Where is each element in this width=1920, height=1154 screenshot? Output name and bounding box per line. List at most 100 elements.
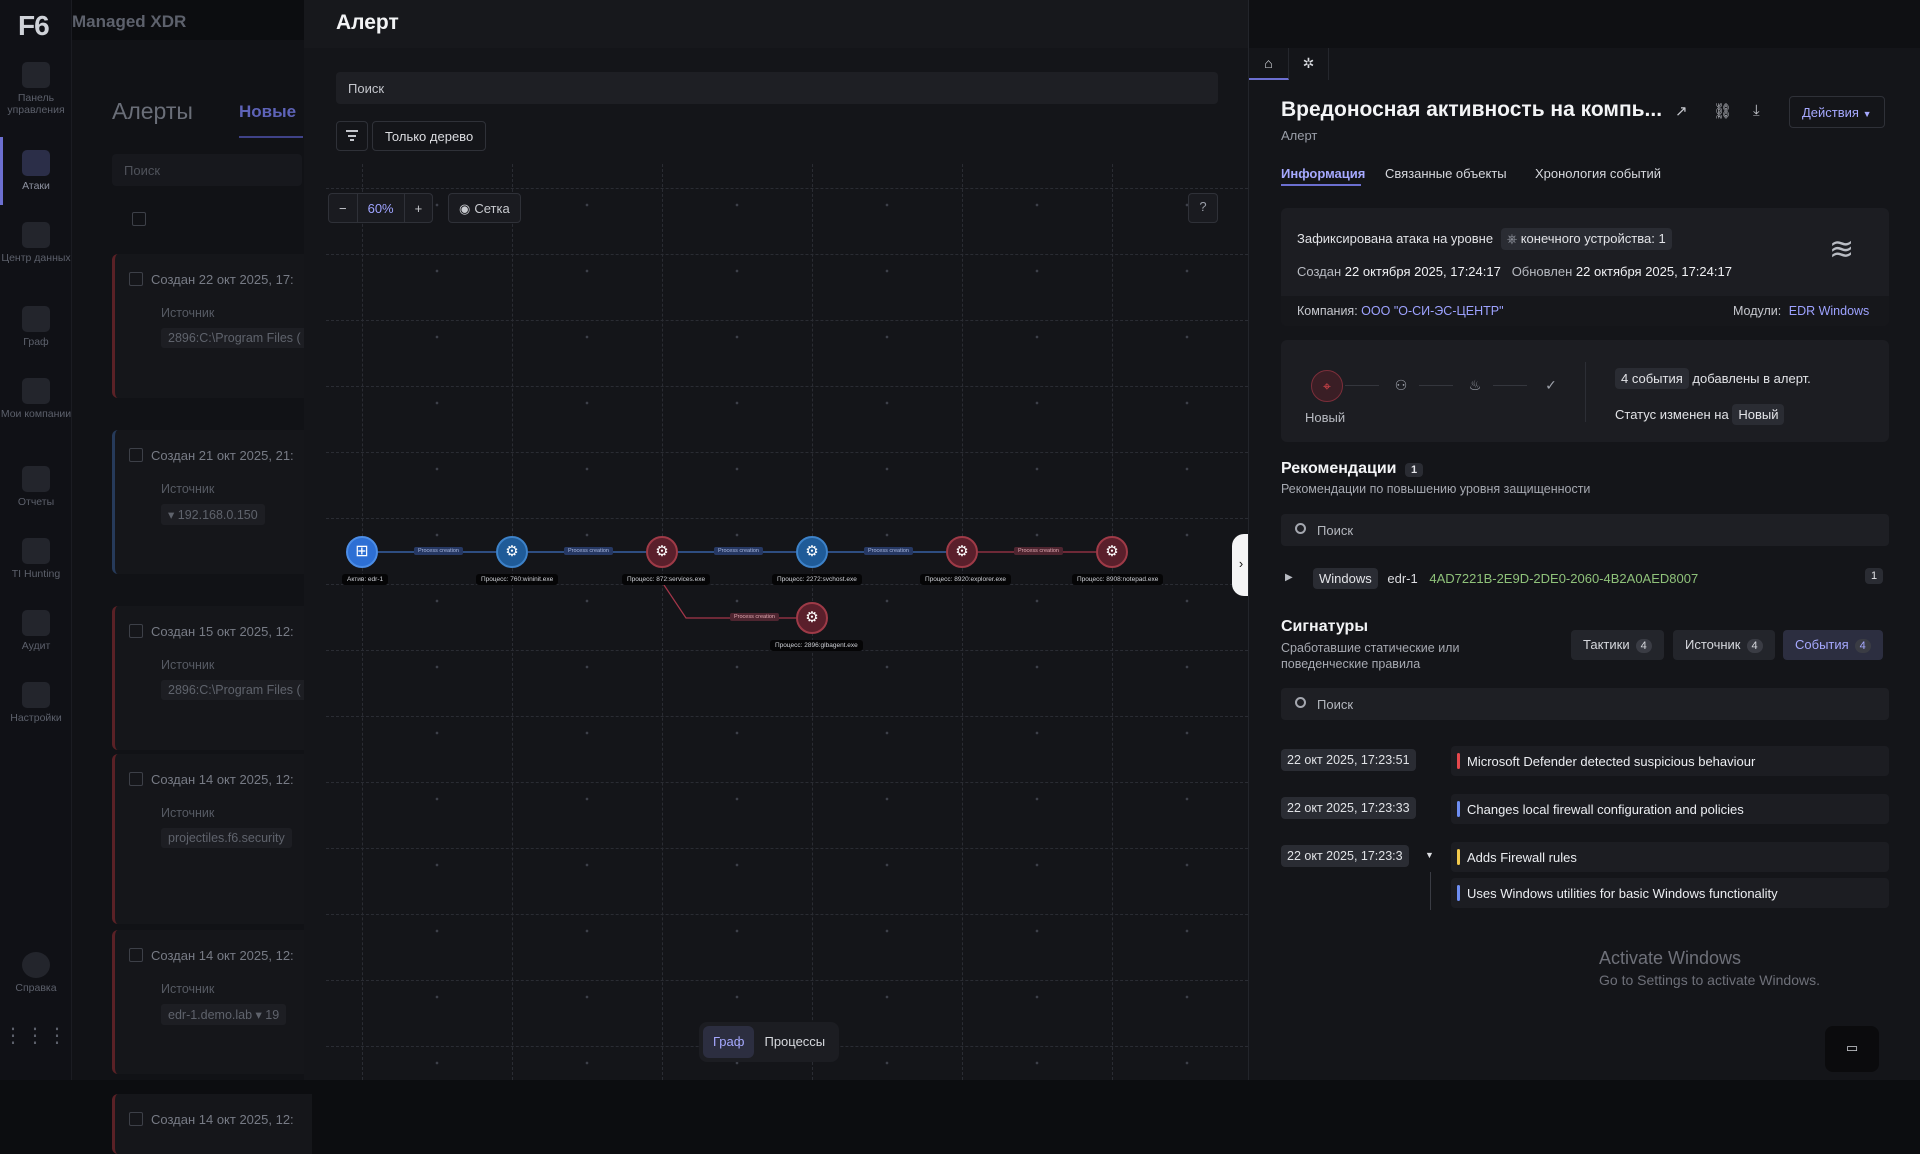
nav-audit[interactable]: Аудит [0,610,72,652]
nav-label: Аудит [21,640,51,652]
process-node[interactable]: ⚙ [946,536,978,568]
process-node[interactable]: ⚙ [796,602,828,634]
list-item[interactable]: Создан 22 окт 2025, 17: Источник 2896:C:… [112,254,312,398]
list-search-input[interactable]: Поиск [112,154,302,186]
chat-button[interactable]: ▭ [1825,1026,1879,1072]
tab-related[interactable]: Связанные объекты [1385,166,1507,181]
card-source: 2896:C:\Program Files ( [161,328,308,348]
nav-companies[interactable]: Мои компании [0,378,72,420]
grid-line [962,164,963,1080]
recommendation-row[interactable]: ▶ Windows edr-1 4AD7221B-2E9D-2DE0-2060-… [1281,564,1889,594]
asset-node[interactable]: ⊞ [346,536,378,568]
zoom-out-button[interactable]: − [339,201,347,216]
gear-icon: ⚙ [505,543,519,560]
open-external-icon[interactable]: ↗ [1675,103,1688,120]
grid-toggle[interactable]: ◉Сетка [448,193,521,223]
grid-line [512,164,513,1080]
grid-line [362,164,363,1080]
zoom-level: 60% [356,194,405,222]
step-connector [1345,385,1379,386]
process-node[interactable]: ⚙ [796,536,828,568]
tab-new[interactable]: Новые [239,102,297,121]
modules-link[interactable]: EDR Windows [1788,304,1870,318]
row-checkbox[interactable] [129,624,143,638]
filter-button[interactable] [336,121,368,151]
node-label: Процесс: 760:wininit.exe [476,574,559,585]
card-created: Создан 14 окт 2025, 12: [151,772,294,787]
gear-icon: ⚙ [805,543,819,560]
actions-button[interactable]: Действия ▼ [1789,96,1885,128]
recommendations-count: 1 [1404,463,1424,477]
expand-icon[interactable]: ▶ [1285,572,1293,583]
list-item[interactable]: Создан 21 окт 2025, 21: Источник ▾ 192.1… [112,430,312,574]
nav-dashboard[interactable]: Панель управления [0,62,72,116]
download-icon[interactable]: ⤓ [1753,102,1760,119]
alert-details-panel: ⌂ ✲ Вредоносная активность на компь... А… [1248,0,1920,1080]
process-node[interactable]: ⚙ [1096,536,1128,568]
tab-graph[interactable]: Граф [703,1026,755,1058]
card-source: ▾ 192.168.0.150 [161,504,265,525]
row-checkbox[interactable] [129,1112,143,1126]
list-item[interactable]: Создан 14 окт 2025, 12: [112,1094,312,1154]
signature-time: 22 окт 2025, 17:23:3 [1281,845,1409,867]
node-label: Процесс: 8920:explorer.exe [920,574,1011,585]
tab-info[interactable]: Информация [1281,166,1366,181]
row-checkbox[interactable] [129,948,143,962]
list-item[interactable]: Создан 15 окт 2025, 12: Источник 2896:C:… [112,606,312,750]
nav-graph[interactable]: Граф [0,306,72,348]
signatures-search-input[interactable]: Поиск [1281,688,1889,720]
card-created: Создан 21 окт 2025, 21: [151,448,294,463]
select-all-checkbox[interactable] [132,212,146,226]
signature-text: Uses Windows utilities for basic Windows… [1467,886,1778,901]
apps-grid-icon[interactable]: ⋮⋮⋮ [3,1025,69,1047]
recommendations-title: Рекомендации 1 [1281,460,1424,478]
row-checkbox[interactable] [129,448,143,462]
active-indicator [0,137,3,205]
nav-attacks[interactable]: Атаки [0,150,72,192]
recommendation-count-chip: 1 [1865,568,1884,584]
signature-row[interactable]: Uses Windows utilities for basic Windows… [1281,878,1889,908]
nav-reports[interactable]: Отчеты [0,466,72,508]
signature-row[interactable]: 22 окт 2025, 17:23:3 ▼ Adds Firewall rul… [1281,842,1889,872]
logo: F6 [18,10,50,41]
grid-line [326,716,1248,717]
company-link[interactable]: ООО "О-СИ-ЭС-ЦЕНТР" [1361,304,1504,318]
signature-row[interactable]: 22 окт 2025, 17:23:33 Changes local fire… [1281,794,1889,824]
list-item[interactable]: Создан 14 окт 2025, 12: Источник edr-1.d… [112,930,312,1074]
tab-timeline[interactable]: Хронология событий [1535,166,1662,181]
home-tab[interactable]: ⌂ [1249,48,1289,80]
collapse-icon[interactable]: ▼ [1425,850,1434,860]
updated-label: Обновлен [1511,264,1573,279]
list-item[interactable]: Создан 14 окт 2025, 12: Источник project… [112,754,312,924]
collapse-panel-button[interactable]: › [1232,534,1250,596]
tab-processes[interactable]: Процессы [764,1034,826,1049]
nav-data-center[interactable]: Центр данных [0,222,72,264]
nav-ti-hunting[interactable]: TI Hunting [0,538,72,580]
graph-canvas[interactable]: Process creation Process creation Proces… [326,164,1248,1080]
zoom-control: − 60% + [328,193,434,223]
help-button[interactable]: ? [1188,193,1218,223]
row-checkbox[interactable] [129,772,143,786]
card-source-label: Источник [161,658,215,672]
process-node[interactable]: ⚙ [496,536,528,568]
search-icon [1295,523,1306,534]
filter-count: 4 [1746,639,1763,653]
signature-row[interactable]: 22 окт 2025, 17:23:51 Microsoft Defender… [1281,746,1889,776]
graph-search-input[interactable]: Поиск [336,72,1218,104]
tree-only-toggle[interactable]: Только дерево [372,121,487,151]
process-node[interactable]: ⚙ [646,536,678,568]
row-checkbox[interactable] [129,272,143,286]
recommendations-search-input[interactable]: Поиск [1281,514,1889,546]
nav-help[interactable]: Справка [0,952,72,994]
activation-title: Activate Windows [1599,948,1742,968]
link-icon[interactable]: ⛓ [1713,103,1733,120]
zoom-in-button[interactable]: + [414,201,423,216]
nav-settings[interactable]: Настройки [0,682,72,724]
graph-tab[interactable]: ✲ [1289,48,1329,80]
grid-line [1112,164,1113,1080]
search-placeholder: Поиск [1317,523,1354,538]
grid-line [326,386,1248,387]
